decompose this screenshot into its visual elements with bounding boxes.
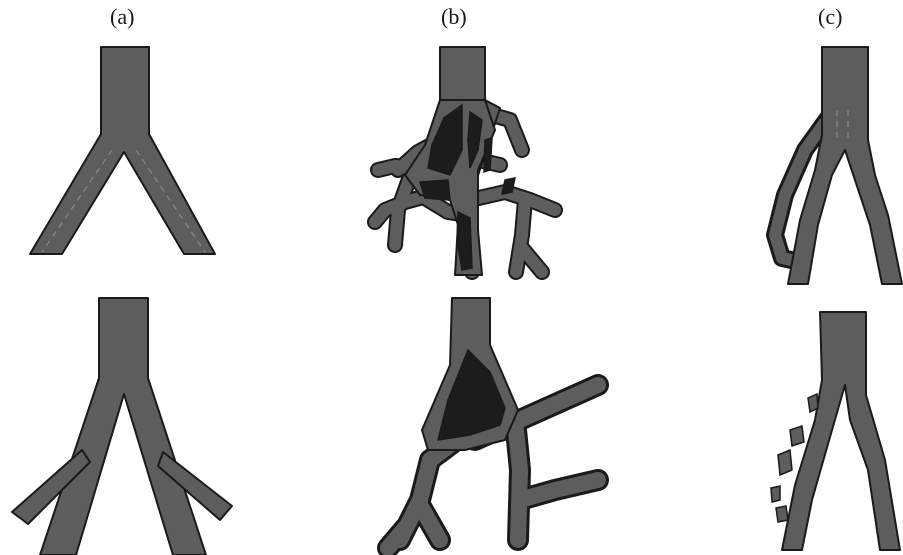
panel-c-bottom-vessel xyxy=(771,312,900,550)
panel-b-top-network xyxy=(375,47,555,275)
panel-a-top-vessel xyxy=(30,47,215,254)
panel-c-top-vessel xyxy=(775,47,902,284)
panel-b-bottom-vessel xyxy=(388,298,598,548)
panel-a-bottom-vessel xyxy=(12,298,232,555)
